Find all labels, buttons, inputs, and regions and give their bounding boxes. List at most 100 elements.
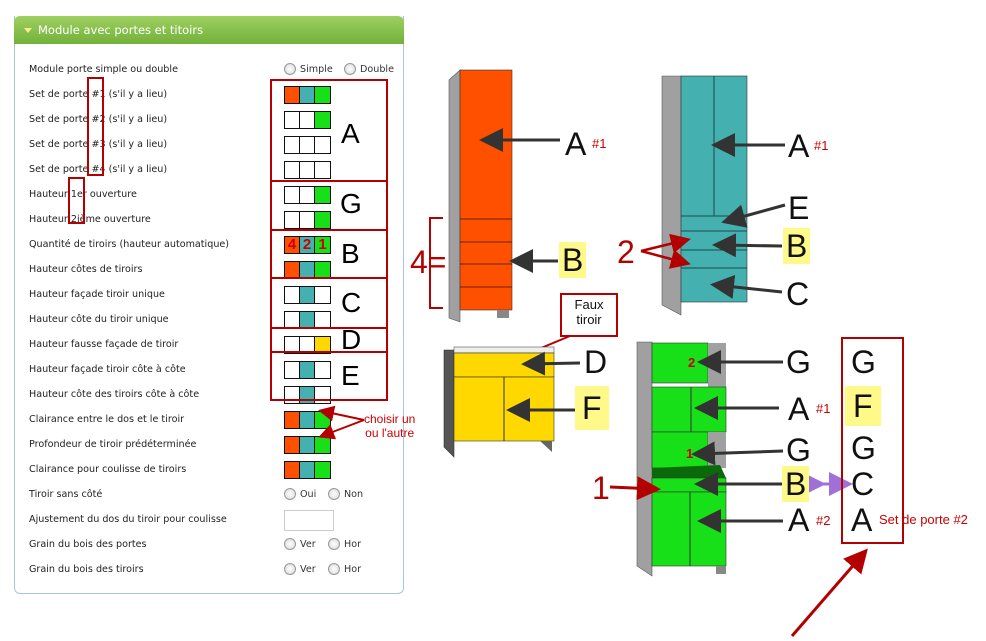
radio-option[interactable]: Ver — [284, 538, 316, 550]
color-swatch-group — [284, 336, 331, 354]
radio-button-icon[interactable] — [284, 563, 296, 575]
color-swatch[interactable] — [285, 362, 300, 378]
highlight-porte-number — [87, 77, 104, 176]
color-swatch[interactable]: 2 — [300, 237, 315, 253]
color-swatch-group — [284, 86, 331, 104]
color-swatch[interactable] — [300, 337, 315, 353]
color-swatch[interactable] — [300, 462, 315, 478]
radio-option[interactable]: Double — [344, 63, 394, 75]
color-swatch[interactable] — [315, 437, 330, 453]
color-swatch[interactable] — [300, 112, 315, 128]
teal-label-a: A — [788, 128, 810, 164]
color-swatch[interactable] — [300, 287, 315, 303]
color-swatch[interactable]: 4 — [285, 237, 300, 253]
color-swatch[interactable] — [285, 412, 300, 428]
form-row: Set de porte #3 (s'il y a lieu) — [29, 136, 399, 156]
module-panel: Module avec portes et titoirs Module por… — [14, 16, 404, 594]
color-swatch[interactable] — [300, 262, 315, 278]
radio-button-icon[interactable] — [328, 488, 340, 500]
form-row: Hauteur 2ième ouverture — [29, 211, 399, 231]
row-label: Ajustement du dos du tiroir pour couliss… — [29, 514, 227, 525]
color-swatch[interactable] — [300, 412, 315, 428]
row-label: Hauteur côte du tiroir unique — [29, 314, 169, 325]
form-row: Set de porte #4 (s'il y a lieu) — [29, 161, 399, 181]
orange-label-a: A — [565, 126, 587, 162]
color-swatch[interactable] — [300, 362, 315, 378]
faux-tiroir-label: Faux tiroir — [561, 297, 617, 327]
radio-option[interactable]: Hor — [328, 563, 361, 575]
yellow-cabinet — [443, 346, 581, 458]
color-swatch[interactable]: 1 — [315, 237, 330, 253]
radio-button-icon[interactable] — [328, 563, 340, 575]
row-label: Hauteur côte des tiroirs côte à côte — [29, 389, 200, 400]
color-swatch[interactable] — [315, 212, 330, 228]
radio-button-icon[interactable] — [284, 538, 296, 550]
radio-button-icon[interactable] — [328, 538, 340, 550]
radio-button-icon[interactable] — [284, 488, 296, 500]
color-swatch[interactable] — [315, 262, 330, 278]
radio-option[interactable]: Hor — [328, 538, 361, 550]
row-label: Grain du bois des portes — [29, 539, 147, 550]
teal-label-b-text: B — [783, 228, 811, 264]
panel-header[interactable]: Module avec portes et titoirs — [14, 16, 404, 44]
legend-column-box — [841, 337, 904, 544]
group-letter-a: A — [341, 118, 360, 149]
color-swatch[interactable] — [315, 187, 330, 203]
color-swatch-group — [284, 286, 331, 304]
radio-option[interactable]: Non — [328, 488, 363, 500]
green-label-b-text: B — [782, 466, 810, 502]
color-swatch[interactable] — [300, 437, 315, 453]
color-swatch[interactable] — [300, 162, 315, 178]
radio-option[interactable]: Oui — [284, 488, 316, 500]
row-label: Tiroir sans côté — [29, 489, 103, 500]
color-swatch[interactable] — [300, 187, 315, 203]
row-label: Hauteur 1er ouverture — [29, 189, 137, 200]
color-swatch[interactable] — [285, 112, 300, 128]
choose-one-note: choisir un ou l'autre — [364, 412, 415, 440]
color-swatch[interactable] — [285, 287, 300, 303]
collapse-triangle-icon[interactable] — [24, 28, 32, 33]
color-swatch[interactable] — [315, 87, 330, 103]
color-swatch[interactable] — [285, 137, 300, 153]
color-swatch[interactable] — [315, 137, 330, 153]
color-swatch[interactable] — [285, 337, 300, 353]
row-label: Module porte simple ou double — [29, 64, 178, 75]
radio-label: Double — [360, 63, 394, 75]
color-swatch[interactable] — [285, 462, 300, 478]
color-swatch[interactable] — [285, 87, 300, 103]
color-swatch[interactable] — [300, 312, 315, 328]
color-swatch[interactable] — [315, 462, 330, 478]
color-swatch[interactable] — [315, 312, 330, 328]
group-letter-e: E — [341, 360, 360, 391]
color-swatch[interactable] — [300, 87, 315, 103]
color-swatch[interactable] — [285, 162, 300, 178]
radio-button-icon[interactable] — [344, 63, 356, 75]
drawer-count-1: 1 — [592, 470, 610, 506]
color-swatch[interactable] — [300, 212, 315, 228]
color-swatch[interactable] — [315, 112, 330, 128]
green-tag-1: #1 — [816, 401, 831, 416]
color-swatch[interactable] — [315, 162, 330, 178]
color-swatch[interactable] — [300, 137, 315, 153]
color-swatch[interactable] — [285, 437, 300, 453]
faux-tiroir-callout — [496, 293, 618, 368]
row-label: Quantité de tiroirs (hauteur automatique… — [29, 239, 230, 250]
color-swatch-group — [284, 211, 331, 229]
color-swatch[interactable] — [285, 187, 300, 203]
color-swatch[interactable] — [285, 212, 300, 228]
color-swatch[interactable] — [315, 287, 330, 303]
group-letter-b: B — [341, 238, 360, 269]
legend-g2: G — [851, 430, 876, 466]
color-swatch[interactable] — [315, 362, 330, 378]
radio-button-icon[interactable] — [284, 63, 296, 75]
radio-option[interactable]: Simple — [284, 63, 333, 75]
color-swatch[interactable] — [285, 312, 300, 328]
color-swatch[interactable] — [285, 262, 300, 278]
teal-label-e: E — [788, 190, 810, 226]
yellow-label-f: F — [575, 386, 609, 430]
radio-option[interactable]: Ver — [284, 563, 316, 575]
color-swatch[interactable] — [315, 337, 330, 353]
adjustment-input[interactable] — [284, 510, 334, 531]
